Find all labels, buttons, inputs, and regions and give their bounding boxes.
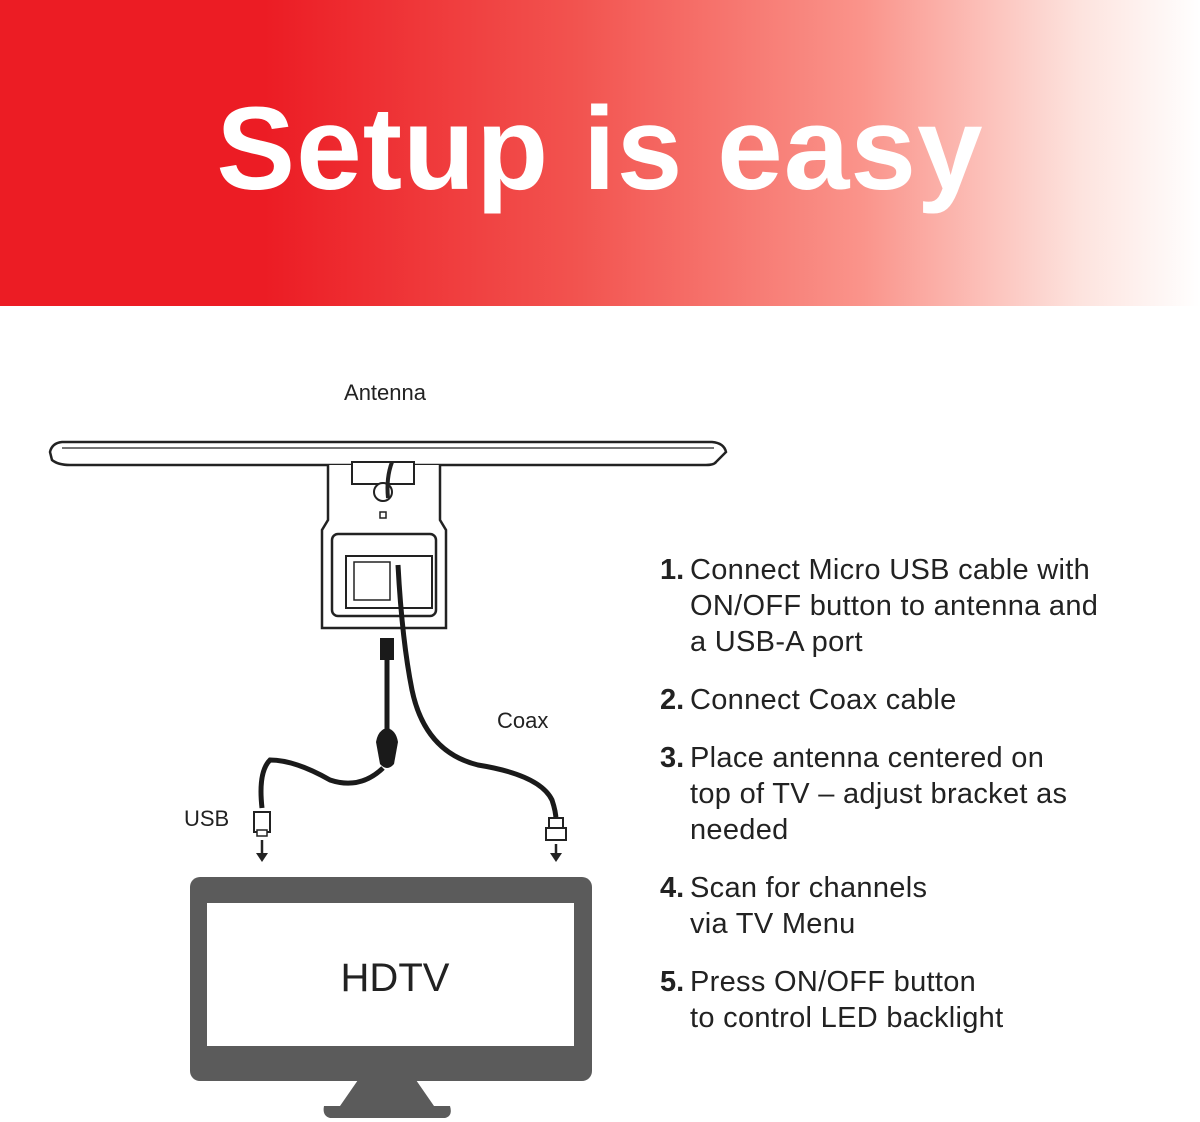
- usb-cable: [253, 461, 398, 837]
- step-text: Place antenna centered on: [690, 742, 1045, 774]
- step-text: Connect Coax cable: [690, 684, 957, 716]
- step-text: Scan for channels: [690, 872, 928, 904]
- step-text: ON/OFF button to antenna and: [690, 590, 1099, 622]
- step-text: needed: [690, 814, 789, 846]
- hdtv: HDTV: [190, 877, 592, 1118]
- antenna-bracket: [320, 461, 448, 630]
- hdtv-label: HDTV: [341, 956, 450, 1000]
- usb-switch-icon: [376, 728, 398, 768]
- usb-arrow-icon: [256, 840, 268, 862]
- step-text: a USB-A port: [690, 626, 863, 658]
- usb-label: USB: [184, 806, 229, 831]
- step-number: 5.: [660, 966, 685, 998]
- step-text: via TV Menu: [690, 908, 856, 940]
- usb-plug-icon: [253, 811, 271, 833]
- step-text: top of TV – adjust bracket as: [690, 778, 1068, 810]
- step-number: 4.: [660, 872, 685, 904]
- step-number: 3.: [660, 742, 685, 774]
- step-text: Connect Micro USB cable with: [690, 554, 1091, 586]
- coax-cable: [395, 564, 567, 841]
- step-3: 3. Place antenna centered on top of TV –…: [660, 740, 1180, 848]
- setup-steps: 1. Connect Micro USB cable with ON/OFF b…: [660, 552, 1180, 1058]
- antenna-label: Antenna: [344, 380, 427, 405]
- step-5: 5. Press ON/OFF button to control LED ba…: [660, 964, 1180, 1036]
- step-2: 2. Connect Coax cable: [660, 682, 1180, 718]
- header-banner: Setup is easy: [0, 0, 1200, 306]
- page-title: Setup is easy: [216, 83, 984, 215]
- step-text: Press ON/OFF button: [690, 966, 977, 998]
- step-number: 1.: [660, 554, 685, 586]
- step-4: 4. Scan for channels via TV Menu: [660, 870, 1180, 942]
- antenna-bar: [48, 440, 728, 467]
- step-number: 2.: [660, 684, 685, 716]
- step-1: 1. Connect Micro USB cable with ON/OFF b…: [660, 552, 1180, 660]
- coax-arrow-icon: [550, 844, 562, 862]
- coax-label: Coax: [497, 708, 548, 733]
- step-text: to control LED backlight: [690, 1002, 1004, 1034]
